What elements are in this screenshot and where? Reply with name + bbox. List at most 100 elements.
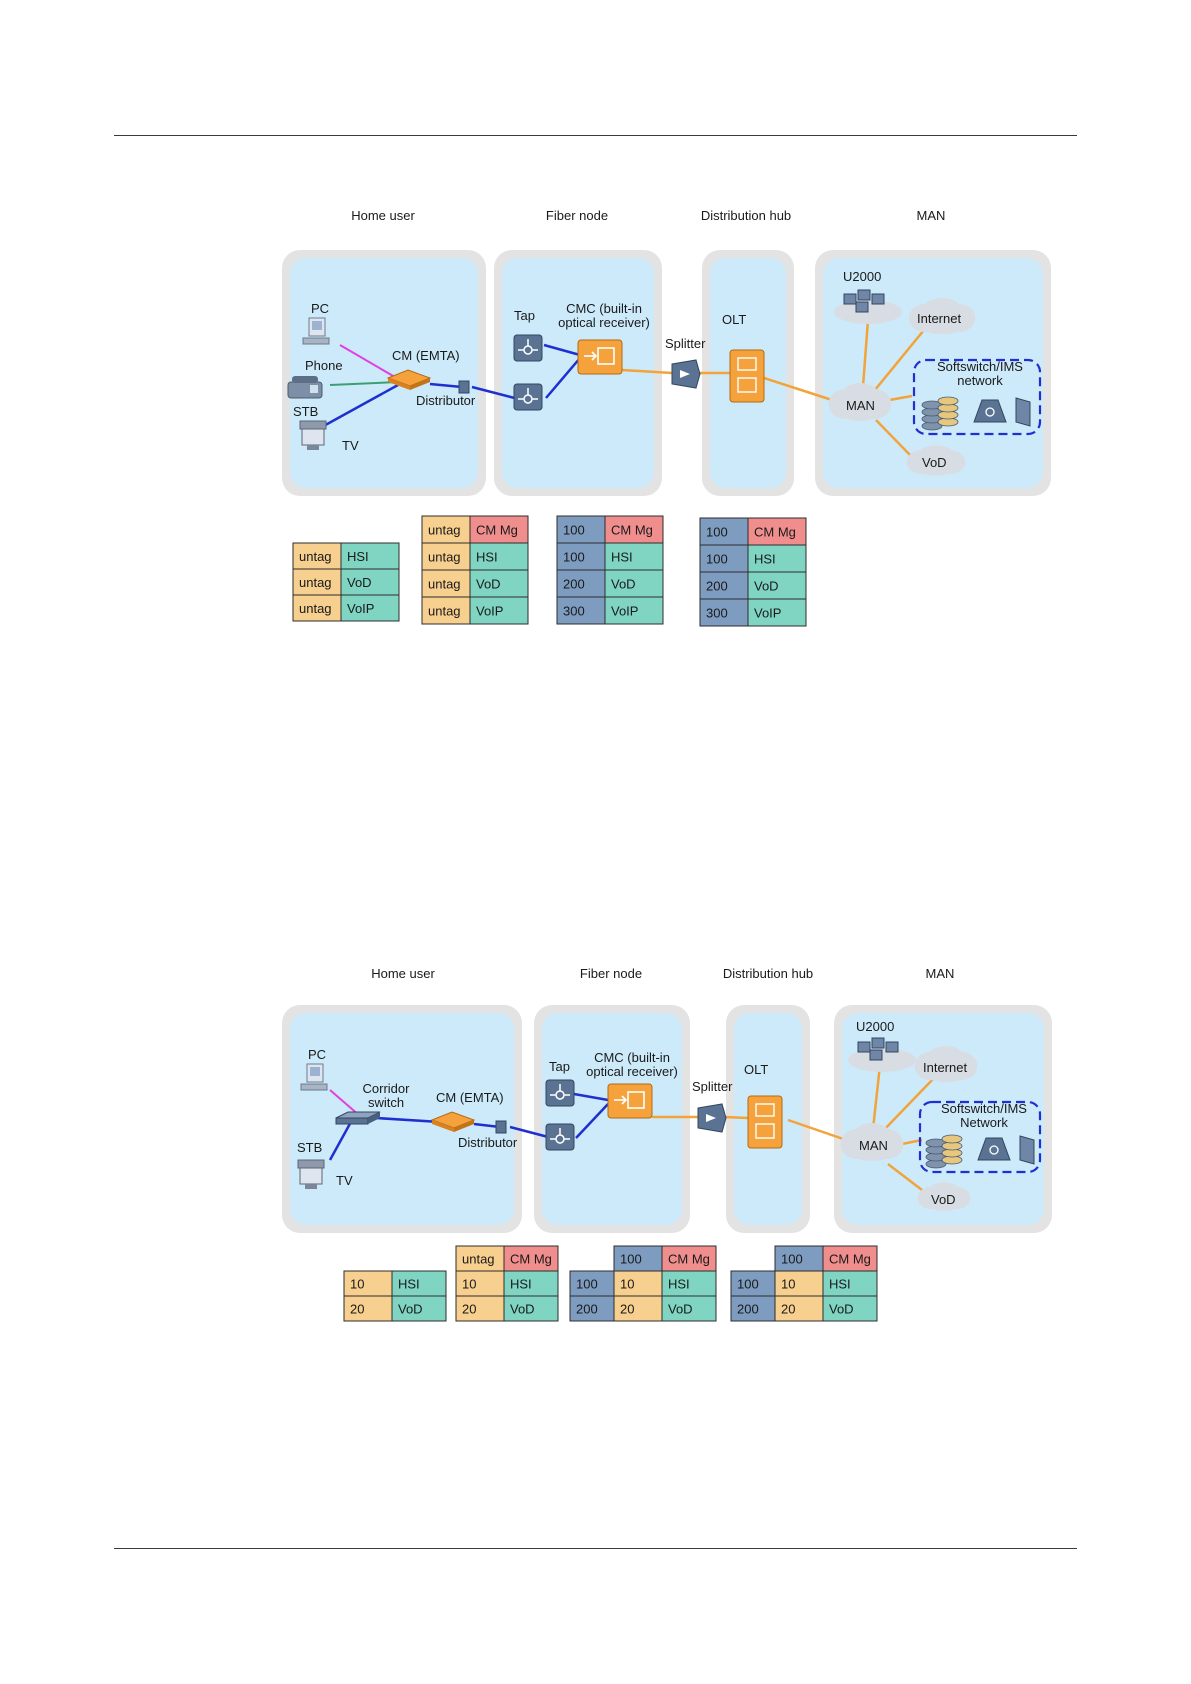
vlan-value: untag: [299, 575, 332, 590]
splitter-icon-2: [697, 1103, 727, 1133]
vlan-value: untag: [299, 601, 332, 616]
cm-emta-label: CM (EMTA): [392, 348, 460, 363]
vlan-value: untag: [428, 523, 461, 538]
vlan-value: 20: [350, 1302, 364, 1317]
table-row: 10 HSI: [455, 1270, 559, 1297]
stb-label-2: STB: [297, 1140, 322, 1155]
service-cell: [604, 596, 664, 625]
vlan-value: 10: [462, 1277, 476, 1292]
service-cell: [391, 1295, 447, 1322]
service-value: VoIP: [476, 604, 503, 619]
service-value: VoIP: [611, 604, 638, 619]
man-vod-link-2: [887, 1163, 923, 1191]
vlan-value: 300: [563, 604, 585, 619]
cm-emta-icon: [386, 369, 432, 390]
service-cell: [747, 571, 807, 600]
olt-label: OLT: [722, 312, 746, 327]
vlan-value: 100: [620, 1252, 642, 1267]
softswitch-group-border: [912, 358, 1042, 436]
panel-home-user-area: [290, 258, 478, 488]
service-cell: [503, 1270, 559, 1297]
service-cell: [469, 542, 529, 571]
pc-link: [339, 344, 401, 381]
cmc-splitter-link: [621, 368, 673, 375]
phone-link: [329, 381, 399, 386]
footer-rule: [114, 1548, 1077, 1549]
cmc-icon: [577, 339, 623, 375]
cm-distributor-link: [429, 382, 463, 389]
outer-vlan-row: 200: [730, 1295, 776, 1322]
service-value: HSI: [347, 549, 369, 564]
vlan-value: untag: [428, 604, 461, 619]
splitter-label: Splitter: [665, 336, 706, 351]
service-value: CM Mg: [829, 1252, 871, 1267]
service-value: VoIP: [347, 601, 374, 616]
vlan-cell: [421, 596, 471, 625]
service-cell: [340, 594, 400, 622]
outer-vlan-value: 100: [576, 1277, 598, 1292]
section-home-user: Home user: [351, 208, 415, 223]
pc-label-2: PC: [308, 1047, 326, 1062]
man-internet-link-2: [881, 1077, 935, 1133]
man-label-2: MAN: [859, 1138, 888, 1153]
section-man: MAN: [917, 208, 946, 223]
vlan-cell: [774, 1295, 824, 1322]
service-cell: [822, 1295, 878, 1322]
internet-label: Internet: [917, 311, 961, 326]
softswitch-ims-icons-2: [925, 1134, 1035, 1169]
vlan-value: 20: [620, 1302, 634, 1317]
vlan-cell: [292, 594, 342, 622]
man-label: MAN: [846, 398, 875, 413]
outer-vlan-value: 100: [737, 1277, 759, 1292]
vlan-cell: [774, 1245, 824, 1272]
section-fiber-node: Fiber node: [546, 208, 608, 223]
tap-icon-2: [545, 1079, 575, 1107]
section-man-2: MAN: [926, 966, 955, 981]
splitter-olt-link-2: [723, 1115, 749, 1120]
distributor-label: Distributor: [416, 393, 476, 408]
cm-emta-label-2: CM (EMTA): [436, 1090, 504, 1105]
service-cell: [469, 596, 529, 625]
vlan-value: 200: [706, 579, 728, 594]
service-value: VoD: [754, 579, 779, 594]
u2000-icon-2: [848, 1037, 916, 1072]
outer-vlan-row: 100: [569, 1270, 615, 1297]
tv-icon-2: [297, 1159, 325, 1189]
man-internet-link: [869, 329, 925, 397]
tap-icon-2: [545, 1123, 575, 1151]
service-cell: [604, 515, 664, 544]
service-value: CM Mg: [754, 525, 796, 540]
table-row: 200 VoD: [699, 571, 807, 600]
table-row: untag VoIP: [421, 596, 529, 625]
service-value: VoD: [347, 575, 372, 590]
outer-vlan-cell: [569, 1270, 615, 1297]
table-row: untag HSI: [292, 542, 400, 570]
service-cell: [391, 1270, 447, 1297]
panel-home-user: [282, 250, 486, 496]
u2000-icon: [834, 289, 902, 324]
vlan-value: 100: [706, 525, 728, 540]
vlan-value: untag: [299, 549, 332, 564]
service-value: HSI: [510, 1277, 532, 1292]
section-distribution-hub: Distribution hub: [701, 208, 791, 223]
vod-label: VoD: [922, 455, 947, 470]
olt-man-link: [763, 376, 833, 402]
vlan-value: 20: [781, 1302, 795, 1317]
service-cell: [604, 542, 664, 571]
outer-vlan-cell: [730, 1270, 776, 1297]
stb-label: STB: [293, 404, 318, 419]
olt-icon: [729, 349, 765, 403]
vod-cloud: [906, 445, 966, 476]
outer-vlan-value: 200: [737, 1302, 759, 1317]
olt-icon-2: [747, 1095, 783, 1149]
